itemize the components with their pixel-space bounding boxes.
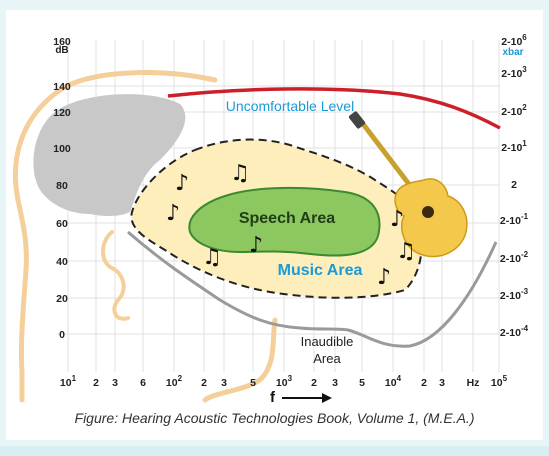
- x-tick-label: 5: [250, 377, 256, 389]
- music-label: Music Area: [278, 262, 363, 279]
- y-tick-label: 80: [56, 180, 68, 192]
- x-tick-label: Hz: [467, 377, 480, 389]
- uncomfortable-label: Uncomfortable Level: [226, 98, 354, 114]
- right-tick-label: 2-106: [501, 33, 527, 48]
- right-tick-label: 2: [511, 179, 517, 191]
- y-tick-label: 20: [56, 293, 68, 305]
- x-tick-label: 105: [491, 374, 508, 389]
- head-grey-shape: [33, 94, 186, 216]
- right-unit-label: xbar: [502, 47, 523, 58]
- x-tick-label: 2: [201, 377, 207, 389]
- right-tick-label: 2-10-1: [500, 212, 529, 227]
- x-tick-label: 2: [93, 377, 99, 389]
- y-tick-label: 120: [53, 107, 71, 119]
- x-tick-label: 3: [439, 377, 445, 389]
- bottom-bar: [0, 446, 549, 456]
- y-tick-label: 0: [59, 329, 65, 341]
- x-tick-label: 104: [385, 374, 402, 389]
- y-tick-label: 100: [53, 143, 71, 155]
- y-tick-label: 160: [53, 36, 71, 48]
- right-tick-label: 2-10-3: [500, 287, 529, 302]
- y-tick-label: 140: [53, 81, 71, 93]
- speech-area-shape: [188, 186, 381, 257]
- x-tick-label: 6: [140, 377, 146, 389]
- x-tick-label: 3: [221, 377, 227, 389]
- y-tick-label: 40: [56, 256, 68, 268]
- uncomfortable-curve: [167, 87, 501, 130]
- x-tick-label: 101: [60, 374, 77, 389]
- music-note-icon: ♫: [230, 161, 250, 186]
- frequency-arrow: [282, 393, 332, 403]
- right-tick-label: 2-103: [501, 65, 527, 80]
- x-tick-label: 3: [112, 377, 118, 389]
- x-tick-label: 102: [166, 374, 183, 389]
- inaudible-label-line1: Inaudible: [301, 334, 354, 349]
- music-note-icon: ♫: [396, 239, 416, 264]
- threshold-curve: [127, 230, 498, 348]
- x-tick-label: 3: [332, 377, 338, 389]
- ear-outline: [101, 230, 130, 321]
- music-note-icon: ♪: [166, 201, 180, 226]
- x-tick-label: 2: [311, 377, 317, 389]
- inaudible-label-line2: Area: [313, 351, 341, 366]
- music-note-icon: ♪: [390, 207, 404, 232]
- guitar-icon: [348, 111, 468, 258]
- y-tick-label: 60: [56, 218, 68, 230]
- x-tick-label: 5: [359, 377, 365, 389]
- x-tick-label: 103: [276, 374, 293, 389]
- x-tick-label: 2: [421, 377, 427, 389]
- music-note-icon: ♪: [175, 171, 189, 196]
- music-note-icon: ♪: [249, 233, 263, 258]
- music-note-icon: ♪: [377, 265, 391, 290]
- figure-caption: Figure: Hearing Acoustic Technologies Bo…: [74, 410, 475, 426]
- music-note-icon: ♫: [202, 245, 222, 270]
- speech-label: Speech Area: [239, 210, 335, 227]
- frequency-label: f: [270, 389, 276, 406]
- music-notes: ♪♫♪♪♫♪♫♪: [166, 161, 416, 290]
- head-outline: [13, 70, 278, 403]
- right-tick-label: 2-10-2: [500, 250, 529, 265]
- y-unit-label: dB: [55, 45, 68, 56]
- right-tick-label: 2-101: [501, 139, 527, 154]
- right-tick-label: 2-10-4: [500, 324, 529, 339]
- right-tick-label: 2-102: [501, 103, 527, 118]
